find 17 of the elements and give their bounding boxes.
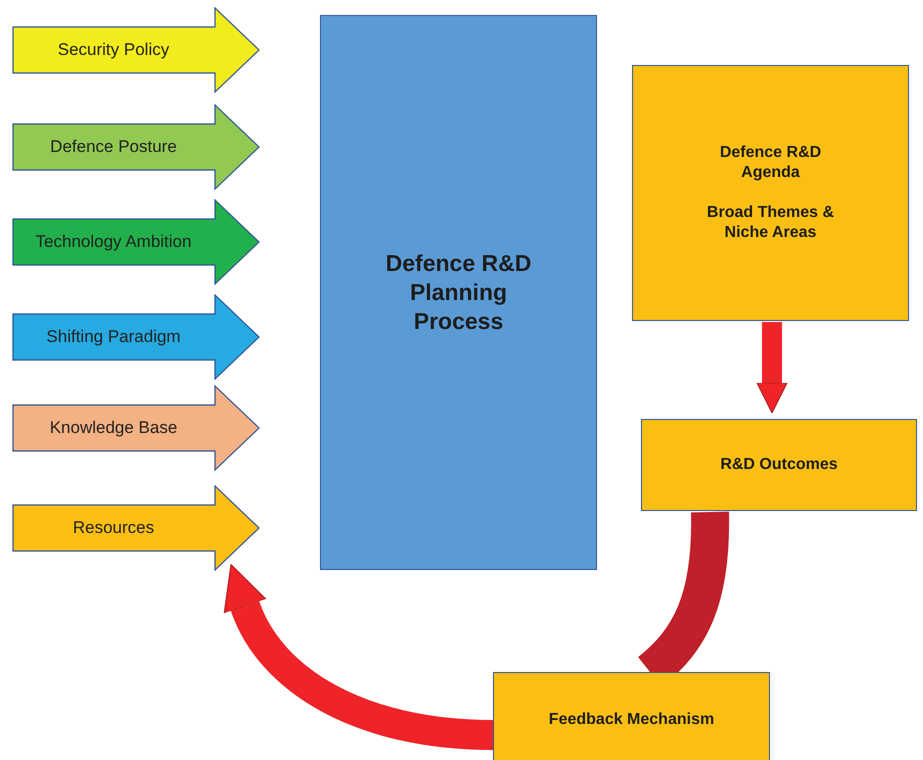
box-label: R&D Outcomes xyxy=(720,455,838,475)
arrow xyxy=(224,565,494,750)
arrow-label: Resources xyxy=(72,518,156,538)
box-label: Defence R&D Planning Process xyxy=(384,249,532,336)
process-box xyxy=(632,65,909,321)
box-label: Broad Themes & Niche Areas xyxy=(706,203,836,243)
arrow-label: Security Policy xyxy=(56,40,170,60)
box-label: Defence R&D Agenda xyxy=(718,143,822,183)
arrow-label: Defence Posture xyxy=(49,137,178,157)
process-box xyxy=(493,672,770,760)
process-box xyxy=(320,15,597,570)
process-box xyxy=(641,419,917,511)
arrow xyxy=(756,322,788,414)
arrow-label: Shifting Paradigm xyxy=(45,327,182,347)
arrow-label: Knowledge Base xyxy=(48,418,178,438)
box-label: Feedback Mechanism xyxy=(548,710,714,730)
arrow-label: Technology Ambition xyxy=(34,232,192,252)
